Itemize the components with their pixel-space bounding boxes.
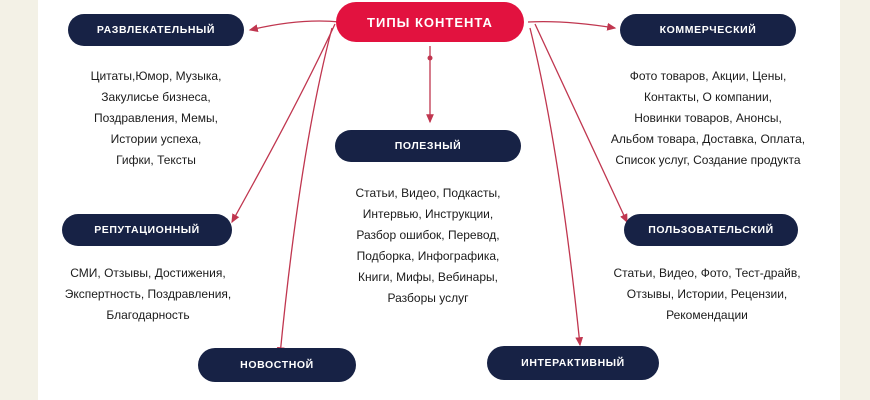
desc-line: Благодарность [106, 308, 190, 322]
connector-commercial [527, 20, 617, 31]
category-entertaining-pill: РАЗВЛЕКАТЕЛЬНЫЙ [68, 14, 244, 46]
desc-line: Подборка, Инфографика, [356, 249, 500, 263]
main-title-pill: ТИПЫ КОНТЕНТА [336, 2, 524, 42]
connector-dot [427, 55, 433, 61]
connector-user [534, 23, 628, 224]
category-user-pill: ПОЛЬЗОВАТЕЛЬСКИЙ [624, 214, 798, 246]
desc-line: Новинки товаров, Анонсы, [634, 111, 782, 125]
category-user-description: Статьи, Видео, Фото, Тест-драйв, Отзывы,… [576, 263, 838, 326]
desc-line: Рекомендации [666, 308, 748, 322]
desc-line: Разборы услуг [387, 291, 469, 305]
desc-line: Книги, Мифы, Вебинары, [358, 270, 498, 284]
desc-line: Истории успеха, [110, 132, 202, 146]
desc-line: Интервью, Инструкции, [362, 207, 494, 221]
desc-line: Экспертность, Поздравления, [64, 287, 232, 301]
diagram-card [38, 0, 840, 400]
desc-line: Статьи, Видео, Фото, Тест-драйв, [613, 266, 801, 280]
category-news-pill: НОВОСТНОЙ [198, 348, 356, 382]
desc-line: Гифки, Тексты [116, 153, 196, 167]
category-reputational-pill: РЕПУТАЦИОННЫЙ [62, 214, 232, 246]
desc-line: Контакты, О компании, [643, 90, 772, 104]
desc-line: Отзывы, Истории, Рецензии, [626, 287, 788, 301]
category-commercial-pill: КОММЕРЧЕСКИЙ [620, 14, 796, 46]
category-useful-description: Статьи, Видео, Подкасты, Интервью, Инстр… [316, 183, 540, 309]
connector-interactive [529, 27, 584, 347]
desc-line: Разбор ошибок, Перевод, [356, 228, 500, 242]
connector-reputational [231, 23, 336, 224]
desc-line: Список услуг, Создание продукта [615, 153, 801, 167]
category-useful-pill: ПОЛЕЗНЫЙ [335, 130, 521, 162]
category-commercial-description: Фото товаров, Акции, Цены, Контакты, О к… [578, 66, 838, 171]
desc-line: Поздравления, Мемы, [93, 111, 219, 125]
desc-line: Закулисье бизнеса, [101, 90, 211, 104]
desc-line: СМИ, Отзывы, Достижения, [70, 266, 226, 280]
connector-entertaining [248, 20, 341, 32]
desc-line: Альбом товара, Доставка, Оплата, [610, 132, 806, 146]
desc-line: Фото товаров, Акции, Цены, [629, 69, 787, 83]
category-reputational-description: СМИ, Отзывы, Достижения, Экспертность, П… [36, 263, 260, 326]
category-interactive-pill: ИНТЕРАКТИВНЫЙ [487, 346, 659, 380]
connector-news [276, 27, 333, 357]
category-entertaining-description: Цитаты,Юмор, Музыка, Закулисье бизнеса, … [46, 66, 266, 171]
desc-line: Статьи, Видео, Подкасты, [355, 186, 501, 200]
desc-line: Цитаты,Юмор, Музыка, [90, 69, 222, 83]
